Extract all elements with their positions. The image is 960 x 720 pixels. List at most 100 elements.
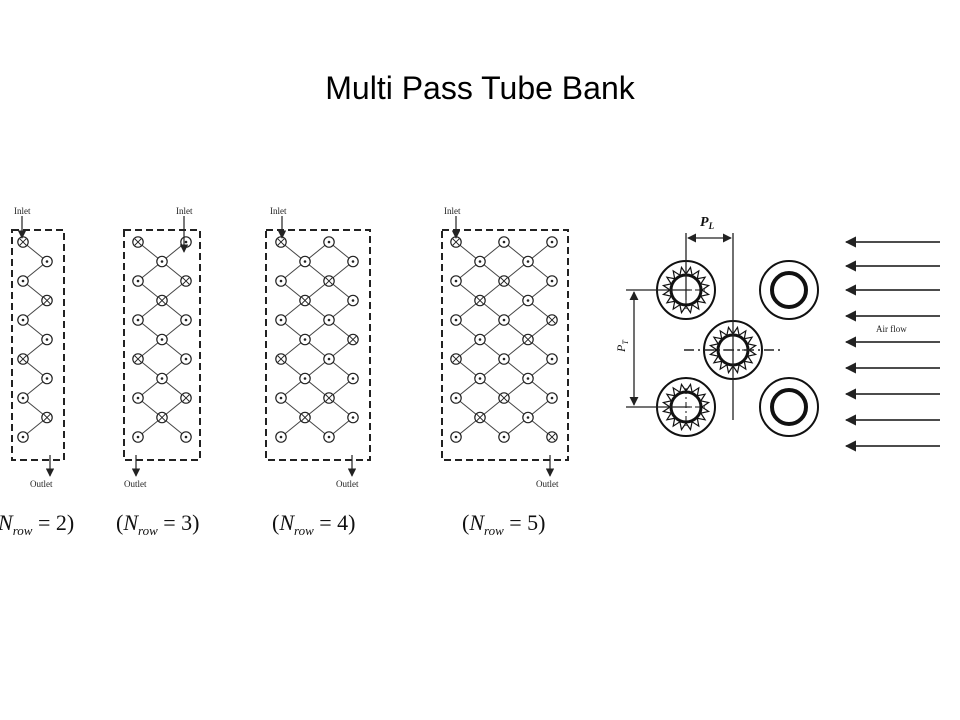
- tube-dot: [502, 318, 506, 322]
- tube-dot: [21, 435, 25, 439]
- tube-dot: [327, 357, 331, 361]
- tube-dot: [526, 416, 530, 419]
- tube-cross: [500, 394, 508, 402]
- tube-dot: [184, 435, 188, 439]
- tube-dot: [454, 435, 458, 439]
- tube-dot: [160, 260, 164, 263]
- inlet-label: Inlet: [14, 206, 31, 216]
- tube-cross: [548, 316, 556, 324]
- tube-dot: [351, 260, 355, 263]
- tube-cross: [325, 277, 333, 285]
- pt-label: PT: [614, 340, 630, 353]
- tube-dot: [136, 435, 140, 439]
- tube-dot: [303, 377, 307, 380]
- tube-dot: [502, 435, 506, 439]
- pl-label: PL: [700, 215, 715, 231]
- tube-dot: [45, 338, 49, 341]
- panel-border: [265, 229, 371, 461]
- tube-cross: [277, 355, 285, 363]
- tube-dot: [478, 260, 482, 263]
- tube-dot: [184, 318, 188, 322]
- panel-border: [123, 229, 201, 461]
- tube-dot: [279, 435, 283, 439]
- tube-cross: [476, 413, 484, 422]
- airflow-label: Air flow: [876, 324, 907, 334]
- tube-dot: [478, 338, 482, 341]
- panel-nrow-4: Inlet Outlet (Nrow = 4): [265, 206, 371, 538]
- outlet-label: Outlet: [124, 479, 147, 489]
- tube-dot: [327, 318, 331, 322]
- tube-cross: [524, 335, 532, 344]
- tube-dot: [160, 377, 164, 380]
- tube-cross: [452, 355, 460, 363]
- tube-cross: [43, 413, 51, 422]
- tube-dot: [327, 240, 331, 244]
- tube-cross: [301, 413, 309, 422]
- tube-dot: [454, 279, 458, 283]
- tube-cross: [19, 355, 27, 363]
- tube-cross: [134, 355, 142, 363]
- tube-cross: [19, 238, 27, 246]
- tube-dot: [526, 260, 530, 263]
- tube-dot: [21, 318, 25, 322]
- tube-dot: [550, 240, 554, 244]
- inlet-label: Inlet: [270, 206, 287, 216]
- tube-cross: [158, 296, 166, 305]
- panel-border: [441, 229, 569, 461]
- tube-grid: [17, 236, 53, 443]
- tube-wall: [770, 388, 808, 426]
- tube-grid: [132, 236, 192, 443]
- tube-dot: [21, 396, 25, 400]
- tube-cross: [43, 296, 51, 305]
- tube-dot: [45, 260, 49, 263]
- panel-border: [11, 229, 65, 461]
- tube-dot: [45, 377, 49, 380]
- inlet-label: Inlet: [176, 206, 193, 216]
- tube-dot: [279, 279, 283, 283]
- tube-dot: [279, 318, 283, 322]
- tube-grid: [450, 236, 558, 443]
- panel-nrow-2: Inlet Outlet Nrow = 2): [0, 206, 74, 538]
- nrow-label: (Nrow = 3): [116, 510, 200, 538]
- airflow-arrows: [844, 236, 940, 452]
- tube-dot: [550, 279, 554, 283]
- tube-dot: [303, 260, 307, 263]
- tube-dot: [478, 377, 482, 380]
- panel-nrow-3: Inlet Outlet (Nrow = 3): [116, 206, 201, 538]
- tube-dot: [526, 299, 530, 302]
- tube-cross: [349, 335, 357, 344]
- tube-cross: [134, 238, 142, 246]
- outlet-label: Outlet: [30, 479, 53, 489]
- tube-dot: [502, 357, 506, 361]
- tube-dot: [160, 338, 164, 341]
- tube-cross: [182, 277, 190, 285]
- tube-dot: [184, 240, 188, 244]
- tube-dot: [21, 279, 25, 283]
- tube-dot: [327, 435, 331, 439]
- tube-dot: [550, 357, 554, 361]
- tube-dot: [351, 299, 355, 302]
- tube-dot: [279, 396, 283, 400]
- outlet-label: Outlet: [536, 479, 559, 489]
- tube-cross: [301, 296, 309, 305]
- tube-cross: [158, 413, 166, 422]
- tube-dot: [136, 318, 140, 322]
- tube-dot: [351, 377, 355, 380]
- tube-dot: [454, 396, 458, 400]
- panel-nrow-5: Inlet Outlet (Nrow = 5): [441, 206, 569, 538]
- nrow-label: (Nrow = 5): [462, 510, 546, 538]
- tube-dot: [136, 279, 140, 283]
- tube-cross: [500, 277, 508, 285]
- tube-cross: [452, 238, 460, 246]
- slide-title: Multi Pass Tube Bank: [325, 70, 635, 106]
- tube-cross: [325, 394, 333, 402]
- tube-cross: [277, 238, 285, 246]
- tube-cross: [548, 433, 556, 441]
- tube-dot: [526, 377, 530, 380]
- tube-dot: [502, 240, 506, 244]
- tube-dot: [454, 318, 458, 322]
- tube-dot: [136, 396, 140, 400]
- outlet-label: Outlet: [336, 479, 359, 489]
- finned-tube-geometry: PL PT Air flow: [614, 215, 940, 452]
